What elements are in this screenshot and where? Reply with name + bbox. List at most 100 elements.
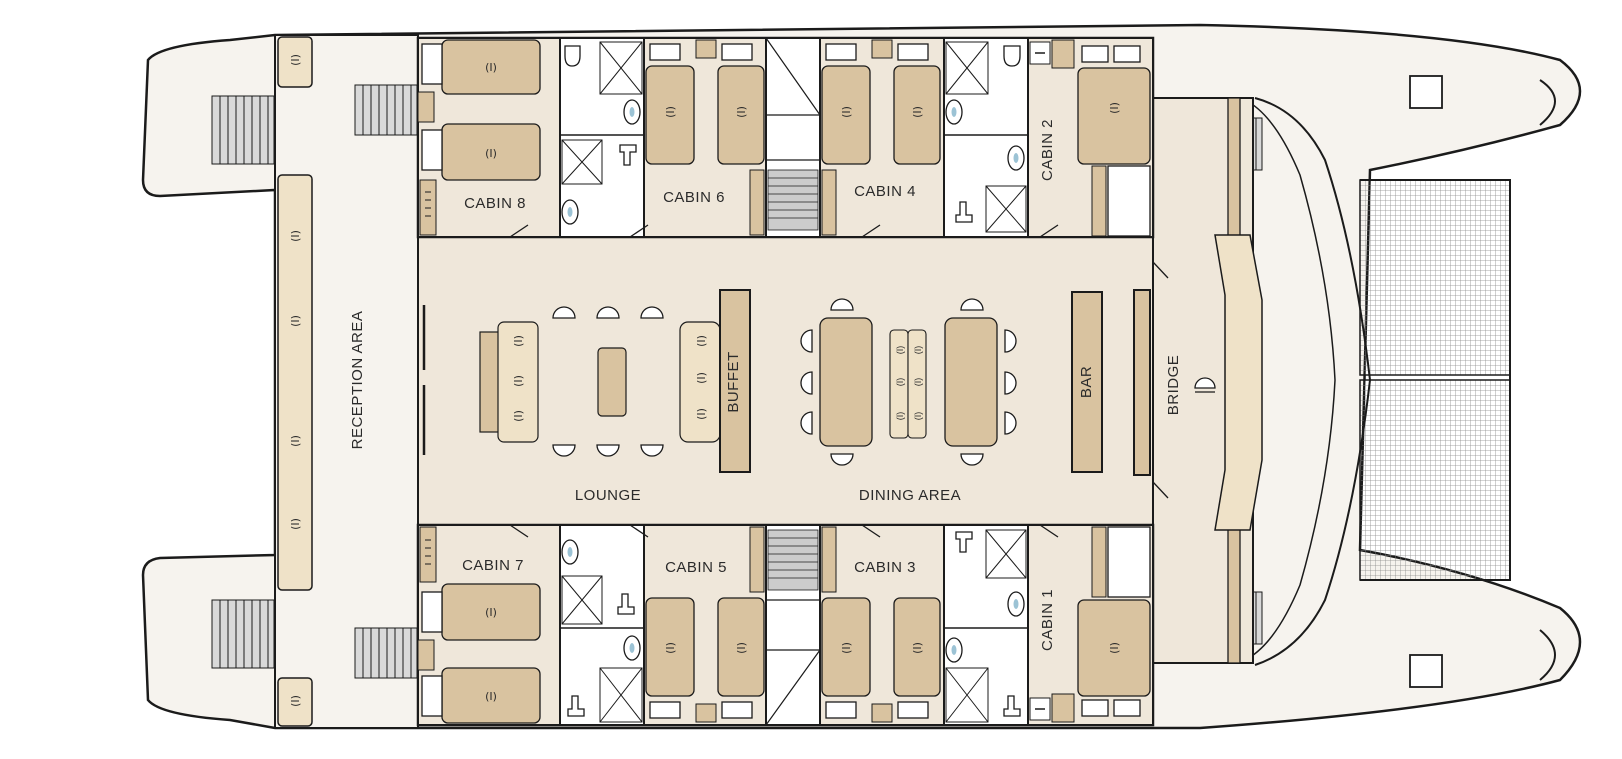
bench [277,677,313,727]
bar-counter [1071,291,1103,473]
bed [717,65,765,165]
pillow-mark: (I) [913,346,923,355]
pillow-mark: (I) [289,230,302,242]
bed [1077,599,1151,697]
cabin-3-label: CABIN 3 [854,559,916,576]
cabin-8[interactable]: (I) (I) CABIN 8 [417,37,561,238]
cabin-5[interactable]: (I) (I) CABIN 5 [629,524,767,726]
dining-table [819,317,873,447]
pillow [421,591,443,633]
cabin-7-label: CABIN 7 [462,557,524,574]
pillow [825,43,857,61]
bathroom [943,524,1029,726]
pillow [1081,45,1109,63]
dining-label: DINING AREA [859,487,961,504]
pillow-mark: (I) [289,695,302,707]
toilet-icon [955,531,973,553]
pillow-mark: (I) [485,147,497,160]
pillow-mark: (I) [895,346,905,355]
salon: (I) (I) (I) (I) (I) (I) BUFFET (I) (I) ( [417,236,1154,526]
dining-table [944,317,998,447]
pillow [825,701,857,719]
pillow-mark: (I) [695,372,708,384]
pillow-mark: (I) [913,412,923,421]
cabin-4-label: CABIN 4 [854,183,916,200]
lounge-sofa [497,321,539,443]
pillow-mark: (I) [735,642,748,654]
pillow-mark: (I) [289,435,302,447]
bridge: BRIDGE [1152,97,1263,664]
helm-console [1214,234,1263,531]
pillow [897,43,929,61]
toilet-icon [1003,45,1021,67]
pillow-mark: (I) [664,642,677,654]
bed [821,65,871,165]
cabin-5-label: CABIN 5 [665,559,727,576]
helm-seat-icon [1194,377,1216,393]
stool-icons [552,306,664,457]
pillow-mark: (I) [512,335,525,347]
reception-area: (I) (I) (I) (I) (I) (I) RECEPTION AREA [274,34,419,729]
pillow-mark: (I) [911,106,924,118]
pillow-mark: (I) [911,642,924,654]
reception-label: RECEPTION AREA [349,311,366,450]
dining-banquette [907,329,927,439]
pillow [1113,699,1141,717]
pillow [1081,699,1109,717]
pillow-mark: (I) [840,106,853,118]
pillow [421,129,443,171]
toilet-icon [567,695,585,717]
toilet-icon [619,144,637,166]
toilet-icon [1003,695,1021,717]
pillow [421,43,443,85]
stair-shaft [765,524,821,726]
cabin-1[interactable]: (I) CABIN 1 [1027,524,1154,726]
hatch-icon [1409,654,1443,688]
pillow-mark: (I) [512,375,525,387]
hatch-icon [1409,75,1443,109]
pillow [649,701,681,719]
bar-label: BAR [1078,366,1095,398]
pillow-mark: (I) [895,412,905,421]
cabin-7[interactable]: (I) (I) CABIN 7 [417,524,561,726]
bench [277,174,313,591]
stairs-icon [354,84,418,136]
bench [277,36,313,88]
bed [1077,67,1151,165]
pillow [897,701,929,719]
pillow-mark: (I) [695,335,708,347]
bridge-label: BRIDGE [1165,355,1182,416]
coffee-table [597,347,627,417]
toilet-icon [617,593,635,615]
lounge-label: LOUNGE [575,487,641,504]
bed [645,65,695,165]
stairs-icon [211,95,275,165]
cabin-4[interactable]: (I) (I) CABIN 4 [819,37,945,238]
pillow [721,43,753,61]
pillow-mark: (I) [289,315,302,327]
cabin-3[interactable]: (I) (I) CABIN 3 [819,524,945,726]
pillow-mark: (I) [289,518,302,530]
bed [645,597,695,697]
cabin-8-label: CABIN 8 [464,195,526,212]
cabin-6-label: CABIN 6 [663,189,725,206]
pillow-mark: (I) [895,378,905,387]
pillow-mark: (I) [664,106,677,118]
bathroom [943,37,1029,238]
toilet-icon [955,201,973,223]
cabin-2[interactable]: (I) CABIN 2 [1027,37,1154,238]
bed [821,597,871,697]
pillow-mark: (I) [485,606,497,619]
pillow-mark: (I) [485,61,497,74]
pillow-mark: (I) [695,408,708,420]
stairs-icon [354,627,418,679]
chair-icons [800,298,1017,466]
cabin-6[interactable]: (I) (I) CABIN 6 [629,37,767,238]
pillow-mark: (I) [840,642,853,654]
bed [893,597,941,697]
bathroom [559,37,645,238]
bed [717,597,765,697]
pillow-mark: (I) [913,378,923,387]
trampoline-net [1359,179,1511,376]
